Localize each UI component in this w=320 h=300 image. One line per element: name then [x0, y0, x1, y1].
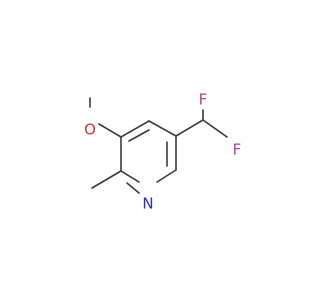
structure-svg: F F O N [84, 91, 242, 213]
bond-chf2-f-right [202, 119, 228, 138]
bond-c3-o [98, 123, 122, 138]
oxygen-label: O [84, 121, 96, 139]
bond-c5-chf2 [175, 119, 204, 137]
bond-c3-c4 [120, 120, 150, 138]
nitrogen-label: N [142, 195, 153, 213]
bond-c3-c4-inner [128, 129, 150, 142]
fluorine-right-label: F [233, 141, 242, 159]
bond-c4-c5 [148, 120, 177, 137]
bond-n-c2 [120, 170, 140, 183]
molecule-diagram: F F O N [84, 90, 242, 213]
bond-n-c2-inner [126, 182, 140, 194]
bond-c6-n [156, 169, 177, 183]
bond-c2-methyl [91, 170, 122, 189]
fluorine-top-label: F [199, 91, 208, 109]
